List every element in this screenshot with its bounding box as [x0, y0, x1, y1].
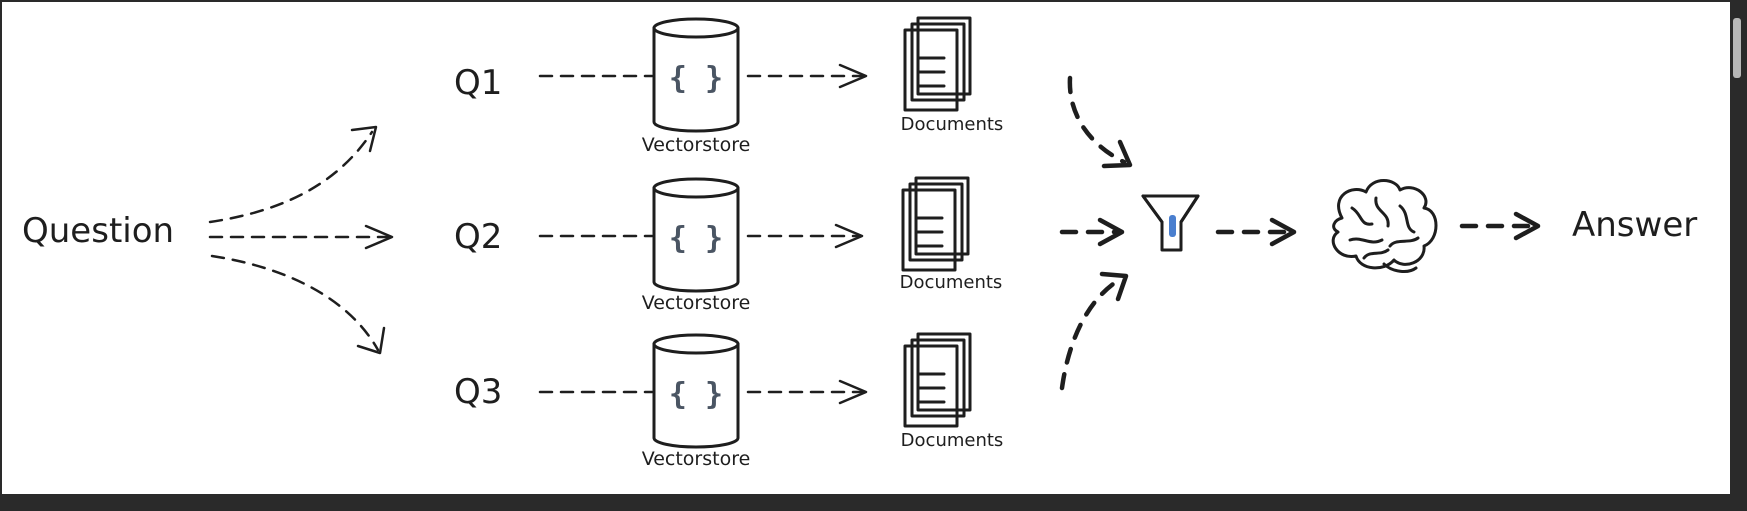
llm-to-answer-arrow: [1459, 211, 1541, 241]
fanout-arrow-down: [210, 254, 386, 355]
query-label: Q1: [454, 63, 502, 103]
query-row-2: Q2 { } Vectorstore Documents: [454, 176, 1003, 314]
database-cylinder-icon: { }: [652, 177, 740, 293]
fanout-arrow-mid: [208, 224, 394, 250]
store-glyph: { }: [669, 221, 723, 256]
database-cylinder-icon: { }: [652, 17, 740, 133]
answer-label: Answer: [1572, 205, 1697, 245]
store-label: Vectorstore: [642, 448, 751, 470]
docs-to-filter-arrow-mid: [1059, 217, 1125, 247]
document-stack-icon: [901, 176, 970, 272]
document-stack-icon: [903, 332, 972, 428]
store-to-docs-arrow: [746, 379, 868, 405]
docs-label: Documents: [901, 430, 1004, 451]
document-stack-icon: [903, 16, 972, 112]
fanout-arrow-up: [208, 125, 378, 224]
store-glyph: { }: [669, 377, 723, 412]
brain-icon: [1331, 179, 1438, 273]
store-to-docs-arrow: [746, 63, 868, 89]
filter-to-llm-arrow: [1215, 217, 1297, 247]
filter-accent: [1169, 215, 1176, 237]
query-row-1: Q1 { } Vectorstore Documents: [454, 16, 1004, 156]
database-cylinder-icon: { }: [652, 333, 740, 449]
store-to-docs-arrow: [746, 223, 864, 249]
query-row-3: Q3 { } Vectorstore Documents: [454, 332, 1004, 470]
docs-to-filter-arrow-bottom: [1059, 271, 1129, 391]
store-glyph: { }: [669, 61, 723, 96]
docs-label: Documents: [901, 114, 1004, 135]
question-label: Question: [22, 211, 174, 251]
docs-to-filter-arrow-top: [1067, 75, 1133, 169]
query-label: Q3: [454, 372, 502, 412]
docs-label: Documents: [900, 272, 1003, 293]
store-label: Vectorstore: [642, 292, 751, 314]
scrollbar-thumb[interactable]: [1733, 18, 1741, 78]
store-label: Vectorstore: [642, 134, 751, 156]
funnel-filter-icon: [1141, 194, 1200, 252]
query-label: Q2: [454, 217, 502, 257]
canvas-background: [2, 2, 1730, 494]
